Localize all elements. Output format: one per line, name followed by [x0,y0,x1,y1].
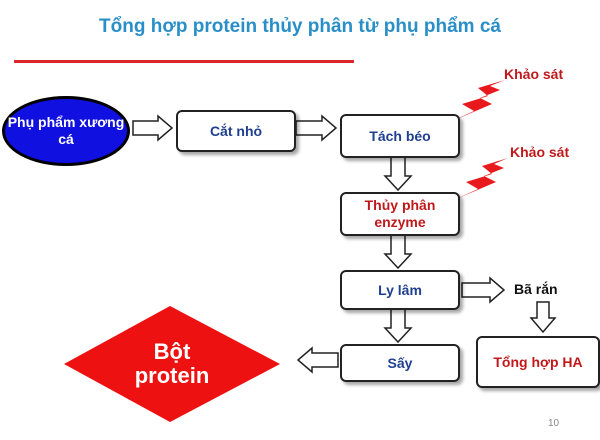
arrow-dry-to-protein [296,346,339,374]
arrow-chop-to-degrease [295,114,338,142]
solid-residue-label: Bã rắn [514,281,558,297]
page-number: 10 [548,418,560,429]
hydrolysis-node: Thủy phân enzyme [340,192,460,236]
title-underline [14,60,354,63]
arrow-degrease-to-hydrolysis [383,155,413,192]
arrow-centrifuge-to-dry [383,307,413,344]
dry-node: Sấy [340,344,460,382]
protein-powder-label: Bột protein [134,339,210,388]
arrow-raw-to-chop [132,114,174,142]
synthesize-ha-node: Tổng hợp HA [476,336,600,388]
raw-material-node: Phụ phẩm xương cá [2,96,130,166]
degrease-node: Tách béo [340,114,460,158]
centrifuge-node: Ly lâm [340,270,460,310]
arrow-centrifuge-to-residue [461,276,506,304]
survey-label-2: Khảo sát [510,144,570,160]
protein-powder-diamond [64,306,280,422]
chop-node: Cắt nhỏ [176,110,296,152]
lightning-icon-2 [454,158,508,200]
page-title: Tổng hợp protein thủy phân từ phụ phẩm c… [99,16,501,37]
survey-label-1: Khảo sát [504,66,564,82]
arrow-hydrolysis-to-centrifuge [383,233,413,270]
lightning-icon-1 [450,80,505,122]
arrow-residue-to-ha [529,301,557,334]
